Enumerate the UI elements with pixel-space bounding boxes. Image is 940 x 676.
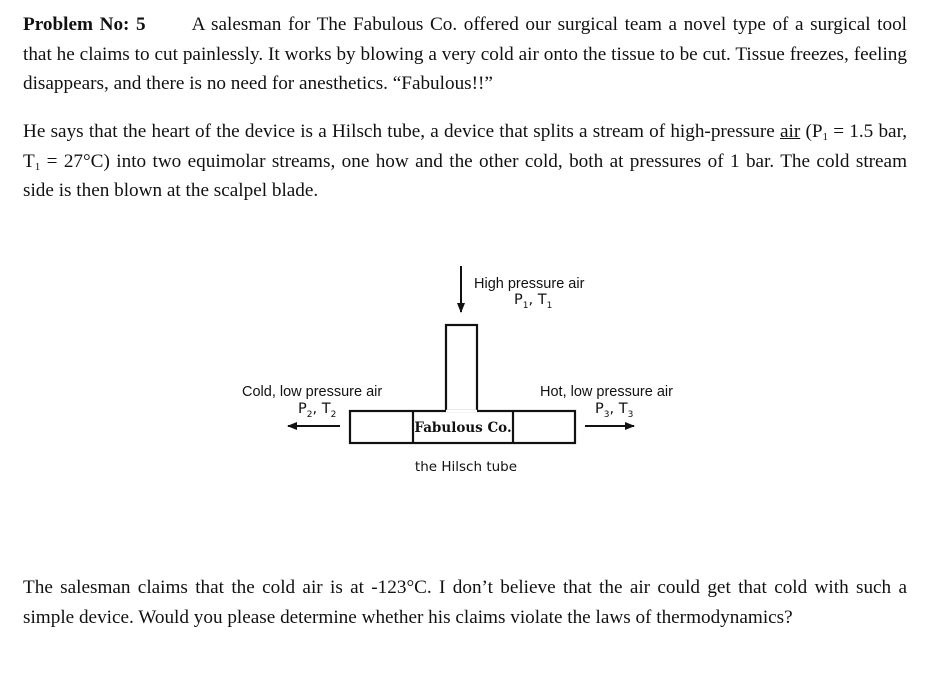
hot-state: P3, T3 — [595, 401, 633, 420]
hot-label: Hot, low pressure air — [540, 384, 673, 400]
problem-paragraph-3: The salesman claims that the cold air is… — [23, 577, 907, 628]
inlet-label: High pressure air — [474, 276, 585, 292]
air-underlined: air — [779, 121, 801, 142]
problem-text-2b: into two equimolar streams, one how and … — [23, 150, 907, 202]
inlet-conditions: (P1 = 1.5 bar, T1 = 27°C) — [23, 121, 907, 173]
device-label: Fabulous Co. — [414, 420, 511, 436]
inlet-tube — [444, 323, 479, 413]
figure-caption: the Hilsch tube — [415, 459, 517, 475]
problem-text-1: A salesman for The Fabulous Co. offered … — [23, 14, 907, 94]
cold-state: P2, T2 — [298, 401, 336, 420]
main-tube — [348, 409, 577, 445]
inlet-state: P1, T1 — [514, 292, 552, 311]
problem-text-2a: He says that the heart of the device is … — [23, 121, 775, 142]
problem-heading: Problem No: 5 — [23, 14, 146, 35]
cold-label: Cold, low pressure air — [242, 384, 382, 400]
problem-paragraph-2: He says that the heart of the device is … — [23, 117, 907, 206]
